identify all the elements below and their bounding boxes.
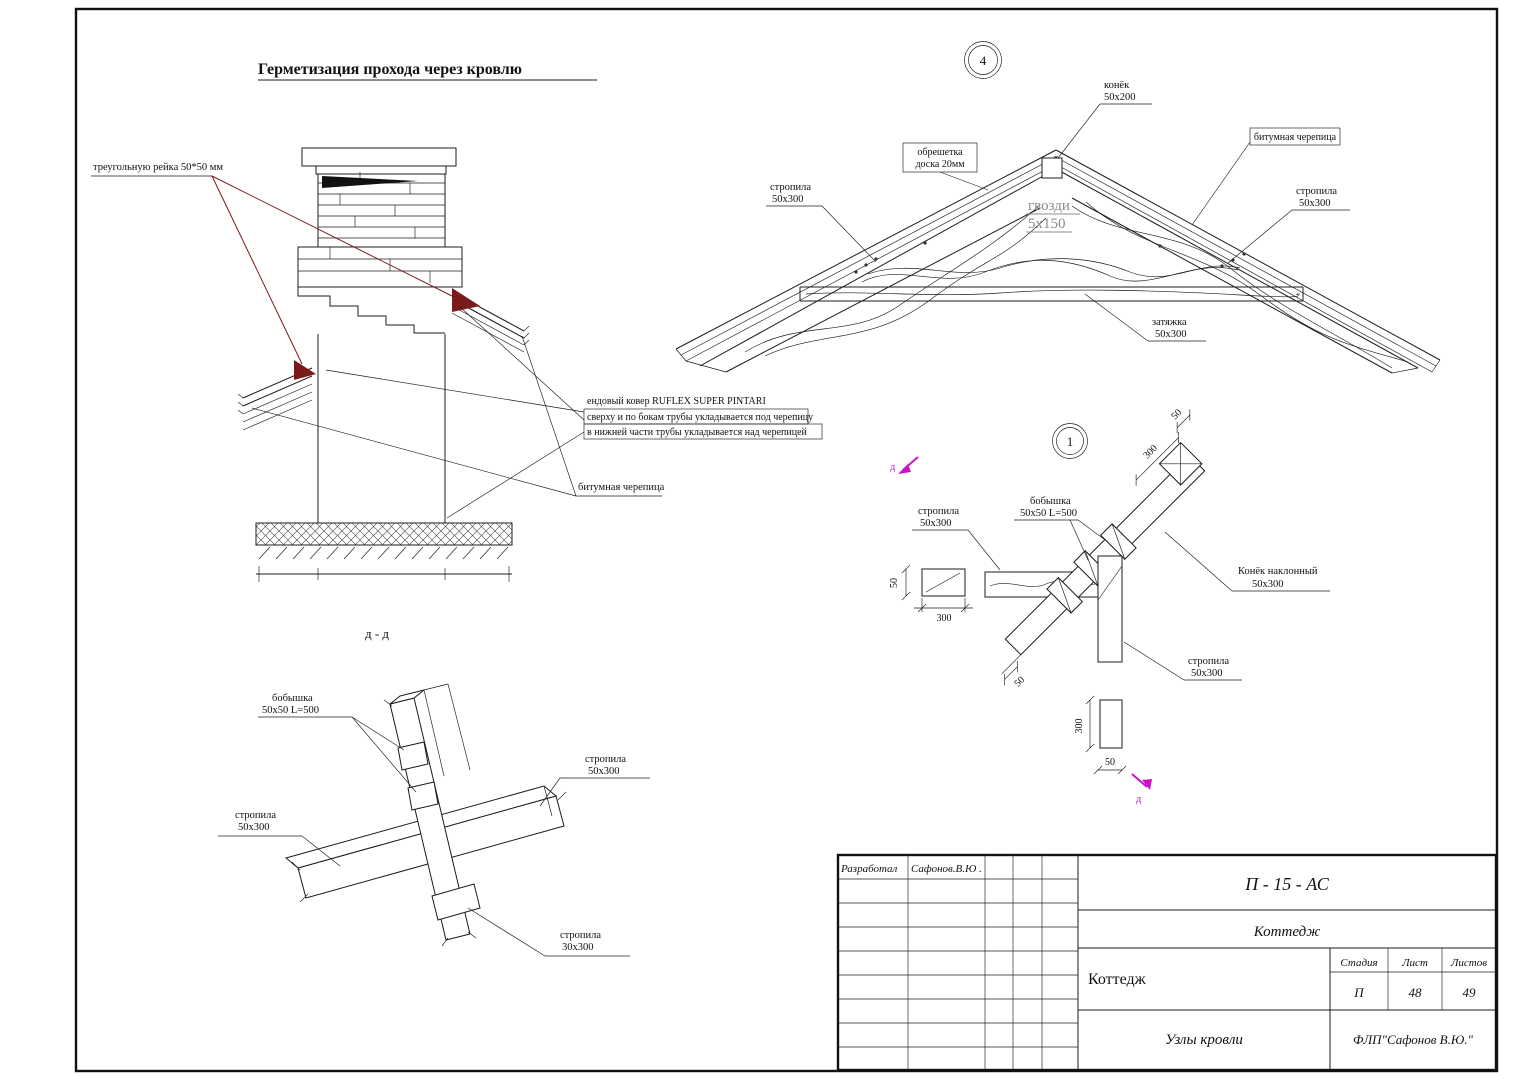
ridge-size: 50х200 bbox=[1104, 92, 1136, 103]
inclined-ridge: 300 50 50 bbox=[1001, 407, 1206, 690]
plan-rafter2-label: стропила bbox=[1188, 656, 1229, 667]
sheets-value: 49 bbox=[1463, 985, 1477, 1000]
chimney-cap bbox=[301, 147, 457, 167]
callout1-inner bbox=[1056, 427, 1084, 455]
dim-50-ridge-top: 50 bbox=[1169, 407, 1184, 422]
section-mark: д - д bbox=[365, 626, 389, 641]
stage-value: П bbox=[1353, 985, 1365, 1000]
iso-boss-1 bbox=[397, 741, 429, 771]
iso-rafter-left-size: 50х300 bbox=[238, 822, 270, 833]
chimney-band bbox=[297, 246, 463, 288]
section-letter-top: д bbox=[890, 462, 896, 473]
stage-label: Стадия bbox=[1340, 957, 1377, 969]
callout-circle-inner bbox=[968, 45, 998, 75]
iso-rafter-left-label: стропила bbox=[235, 810, 276, 821]
nails-size: 5х150 bbox=[1028, 216, 1066, 232]
shingles-label: битумная черепица bbox=[578, 482, 665, 493]
callout1-outer bbox=[1052, 423, 1088, 459]
rafter-left-size: 50х300 bbox=[772, 194, 804, 205]
triangular-batten-right bbox=[452, 288, 480, 312]
nails-label: гвозди bbox=[1028, 198, 1070, 214]
dim-300-ridge: 300 bbox=[1141, 443, 1159, 461]
batten-leader-right bbox=[211, 175, 453, 297]
plan-rafter2-size: 50х300 bbox=[1191, 668, 1223, 679]
dim-50-ridge-bottom: 50 bbox=[1012, 675, 1027, 690]
dim-300-bottom: 300 bbox=[1074, 719, 1085, 734]
plan-detail: 1 300 50 bbox=[889, 407, 1330, 805]
iso-detail: бобышка 50х50 L=500 стропила 50х300 стро… bbox=[218, 683, 650, 957]
plan-boss-size: 50х50 L=500 bbox=[1020, 508, 1077, 519]
ground-ticks bbox=[258, 546, 509, 560]
dim-50-block: 50 bbox=[889, 578, 900, 588]
shingles-label-truss: битумная черепица bbox=[1254, 132, 1337, 143]
rafter-vertical bbox=[1097, 555, 1123, 663]
step-flashing bbox=[297, 287, 445, 334]
dim-300-block: 300 bbox=[937, 613, 952, 624]
sheet-border bbox=[74, 7, 1499, 1073]
plan-rafter-size: 50х300 bbox=[920, 518, 952, 529]
dim-50-bottom: 50 bbox=[1105, 757, 1115, 768]
base-hatch bbox=[255, 522, 513, 546]
tie-label: затяжка bbox=[1152, 317, 1187, 328]
company-name: ФЛП"Сафонов В.Ю." bbox=[1353, 1032, 1473, 1047]
section-mark-top: д bbox=[890, 456, 919, 474]
batten-leader-left bbox=[211, 175, 303, 365]
iso-rafter-right-label: стропила bbox=[585, 754, 626, 765]
plan-rafter-label: стропила bbox=[918, 506, 959, 517]
callout1-number: 1 bbox=[1067, 434, 1074, 449]
section-mark-bottom: д bbox=[1131, 773, 1152, 805]
sheathing-label: обрешетка bbox=[917, 147, 963, 158]
sheet-label: Лист bbox=[1401, 957, 1428, 969]
tie-size: 50х300 bbox=[1155, 329, 1187, 340]
ridge-label: конёк bbox=[1104, 80, 1130, 91]
sheets-label: Листов bbox=[1450, 957, 1487, 969]
iso-boss-label: бобышка bbox=[272, 693, 313, 704]
chimney-detail: Герметизация прохода через кровлю bbox=[91, 61, 823, 641]
rafter-left-label: стропила bbox=[770, 182, 811, 193]
title-block-border bbox=[836, 853, 1498, 1072]
plan-ridge-label: Конёк наклонный bbox=[1238, 566, 1318, 577]
callout-number: 4 bbox=[980, 53, 987, 68]
sheathing-size: доска 20мм bbox=[915, 159, 965, 170]
rafter-end-section-bottom bbox=[1099, 699, 1123, 749]
iso-boss-2 bbox=[407, 781, 439, 811]
note-line-3: в нижней части трубы укладывается над че… bbox=[587, 427, 808, 438]
mortar-wedge bbox=[322, 176, 418, 188]
iso-rafter-bottom-label: стропила bbox=[560, 930, 601, 941]
plan-ridge-size: 50х300 bbox=[1252, 579, 1284, 590]
doc-code: П - 15 - АС bbox=[1244, 874, 1330, 894]
section-letter-bottom: д bbox=[1136, 794, 1142, 805]
iso-rafter-right-size: 50х300 bbox=[588, 766, 620, 777]
note-line-2: сверху и по бокам трубы укладывается под… bbox=[587, 412, 813, 423]
iso-rafter-bottom-size: 30х300 bbox=[562, 942, 594, 953]
callout-circle-outer bbox=[964, 41, 1002, 79]
chimney-cap-course bbox=[315, 165, 447, 175]
truss-detail: 4 bbox=[675, 41, 1441, 374]
sheet-value: 48 bbox=[1409, 985, 1423, 1000]
object-name: Коттедж bbox=[1088, 971, 1147, 988]
triangular-batten-left bbox=[294, 360, 316, 380]
title-block: Разработал Сафонов.В.Ю . П - 15 - АС Кот… bbox=[836, 853, 1498, 1072]
developer-name: Сафонов.В.Ю . bbox=[911, 863, 982, 875]
plan-boss-label: бобышка bbox=[1030, 496, 1071, 507]
batten-label: треугольную рейка 50*50 мм bbox=[93, 162, 223, 173]
detail-title: Герметизация прохода через кровлю bbox=[258, 61, 522, 78]
note-line-1: ендовый ковер RUFLEX SUPER PINTARI bbox=[587, 396, 766, 407]
sheet-title: Узлы кровли bbox=[1165, 1032, 1243, 1048]
developed-label: Разработал bbox=[840, 863, 898, 875]
nail-dots bbox=[854, 241, 1246, 274]
rafter-right-size: 50х300 bbox=[1299, 198, 1331, 209]
iso-short-piece bbox=[431, 883, 481, 921]
project-name: Коттедж bbox=[1253, 924, 1320, 940]
ridge-board-section bbox=[1041, 157, 1063, 179]
valley-carpet-note: ендовый ковер RUFLEX SUPER PINTARI сверх… bbox=[325, 305, 823, 519]
rafter-right-label: стропила bbox=[1296, 186, 1337, 197]
iso-boss-size: 50х50 L=500 bbox=[262, 705, 319, 716]
